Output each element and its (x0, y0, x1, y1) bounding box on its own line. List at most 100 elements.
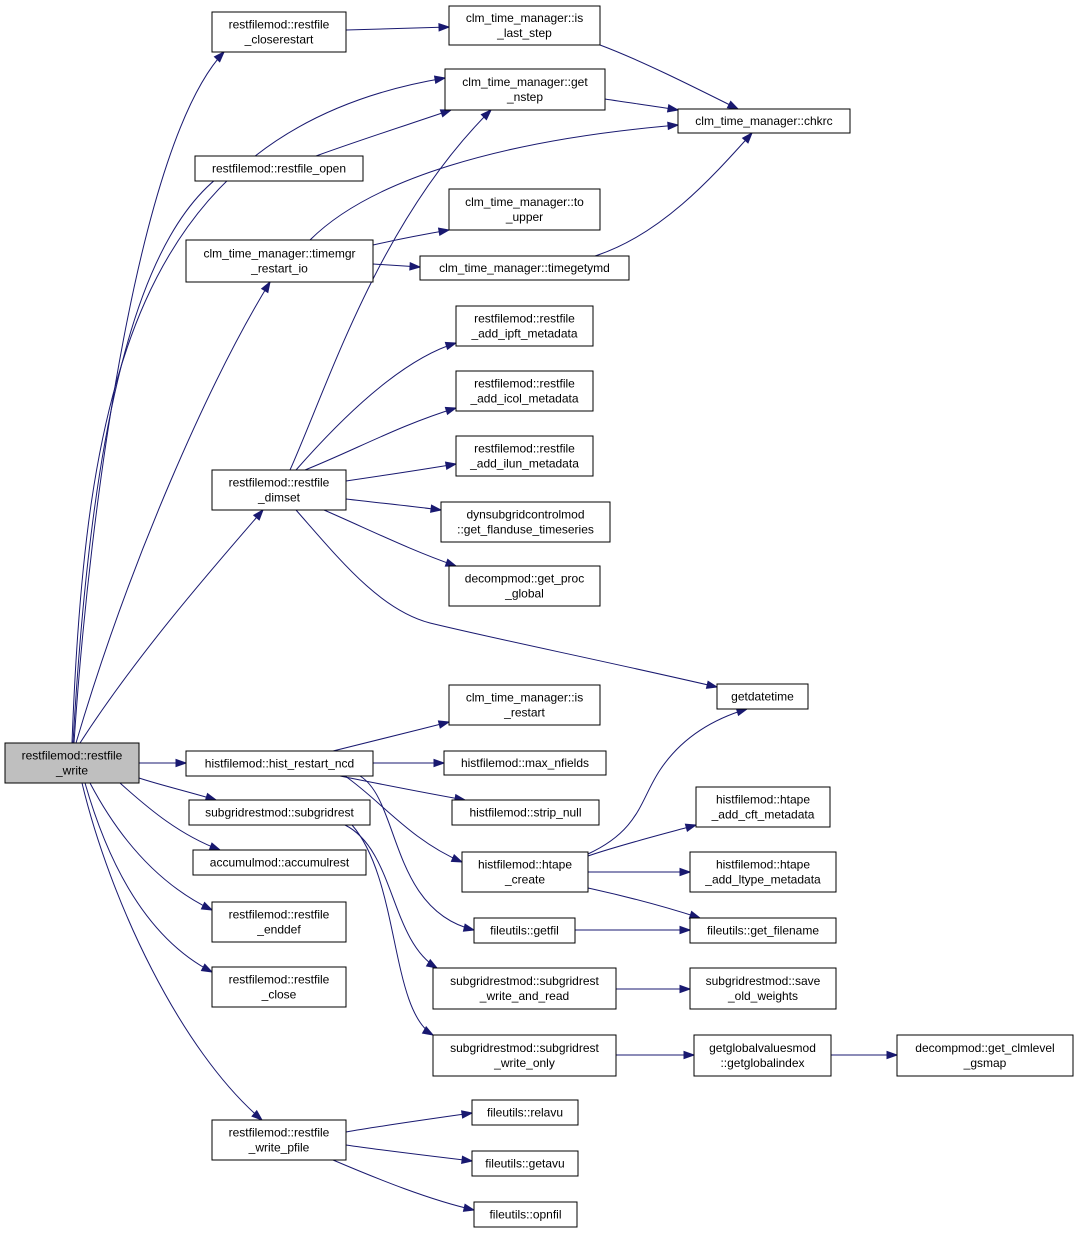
node-add-ilun-metadata[interactable]: restfilemod::restfile_add_ilun_metadata (455, 435, 594, 477)
edge-line (332, 1159, 475, 1211)
node-restfile-write[interactable]: restfilemod::restfile_write (4, 742, 140, 784)
node-box (455, 435, 594, 477)
node-max-nfields[interactable]: histfilemod::max_nfields (443, 750, 607, 776)
arrowhead (208, 842, 222, 851)
node-get-nstep[interactable]: clm_time_manager::get_nstep (444, 68, 606, 111)
edge-line (345, 463, 457, 482)
edge-restfile_closerestart-to-is_last_step (345, 22, 451, 32)
node-label: _restart (503, 706, 545, 720)
edge-line (84, 782, 213, 973)
node-add-icol-metadata[interactable]: restfilemod::restfile_add_icol_metadata (455, 370, 594, 412)
node-get-flanduse-timeseries[interactable]: dynsubgridcontrolmod::get_flanduse_times… (440, 501, 611, 543)
node-box (689, 851, 837, 893)
node-box (444, 68, 606, 111)
arrowhead (726, 100, 740, 110)
node-is-restart[interactable]: clm_time_manager::is_restart (448, 684, 601, 726)
arrowhead (444, 406, 458, 416)
edge-hist_restart_ncd-to-strip_null (339, 775, 467, 803)
node-label: _add_ilun_metadata (469, 457, 579, 471)
node-get-filename[interactable]: fileutils::get_filename (689, 917, 837, 944)
node-label: subgridrestmod::subgridrest (450, 974, 599, 988)
node-get-proc-global[interactable]: decompmod::get_proc_global (448, 565, 601, 607)
node-timegetymd[interactable]: clm_time_manager::timegetymd (419, 255, 630, 281)
node-label: clm_time_manager::get (462, 75, 588, 89)
node-save-old-weights[interactable]: subgridrestmod::save_old_weights (689, 967, 837, 1010)
node-restfile-dimset[interactable]: restfilemod::restfile_dimset (211, 469, 347, 511)
node-box (689, 917, 837, 944)
node-subgridrest-write-and-read[interactable]: subgridrestmod::subgridrest_write_and_re… (432, 967, 617, 1010)
arrowhead (705, 680, 719, 689)
edge-get_nstep-to-chkrc (604, 98, 680, 113)
node-relavu[interactable]: fileutils::relavu (471, 1099, 579, 1126)
node-accumulrest[interactable]: accumulmod::accumulrest (192, 849, 367, 876)
node-label: _global (504, 587, 544, 601)
arrowhead (461, 1155, 474, 1165)
node-getglobalindex[interactable]: getglobalvaluesmod::getglobalindex (693, 1034, 832, 1077)
edge-line (295, 509, 718, 688)
node-htape-add-ltype-metadata[interactable]: histfilemod::htape_add_ltype_metadata (689, 851, 837, 893)
node-label: restfilemod::restfile (229, 973, 330, 987)
node-subgridrest[interactable]: subgridrestmod::subgridrest (188, 799, 371, 826)
edge-line (351, 824, 434, 1036)
arrowhead (679, 867, 692, 877)
node-label: _add_ipft_metadata (470, 327, 577, 341)
edge-line (73, 51, 225, 744)
node-getfil[interactable]: fileutils::getfil (473, 917, 576, 944)
node-box (443, 750, 607, 776)
node-is-last-step[interactable]: clm_time_manager::is_last_step (448, 5, 601, 46)
node-subgridrest-write-only[interactable]: subgridrestmod::subgridrest_write_only (432, 1034, 617, 1077)
arrowhead (439, 109, 453, 118)
node-restfile-enddef[interactable]: restfilemod::restfile_enddef (211, 901, 347, 943)
node-get-clmlevel-gsmap[interactable]: decompmod::get_clmlevel_gsmap (896, 1034, 1074, 1077)
node-htape-add-cft-metadata[interactable]: histfilemod::htape_add_cft_metadata (695, 786, 831, 828)
node-label: clm_time_manager::is (466, 691, 583, 705)
node-to-upper[interactable]: clm_time_manager::to_upper (448, 188, 601, 231)
edge-line (295, 342, 457, 471)
edge-line (323, 509, 457, 567)
node-label: ::get_flanduse_timeseries (457, 523, 594, 537)
edge-timegetymd-to-chkrc (594, 131, 753, 257)
arrowhead (667, 121, 680, 131)
node-box (448, 188, 601, 231)
node-box (211, 901, 347, 943)
arrowhead (213, 50, 226, 63)
arrowhead (200, 901, 214, 911)
node-box (192, 849, 367, 876)
edge-restfile_write_pfile-to-getavu (345, 1144, 474, 1165)
node-restfile-open[interactable]: restfilemod::restfile_open (194, 155, 364, 182)
node-label: _closerestart (244, 33, 314, 47)
node-label: restfilemod::restfile (474, 442, 575, 456)
node-timemgr-restart-io[interactable]: clm_time_manager::timemgr_restart_io (185, 239, 374, 283)
arrowhead (444, 558, 458, 567)
edge-line (587, 887, 701, 919)
edge-htape_create-to-htape_add_cft_metadata (587, 823, 698, 857)
node-htape-create[interactable]: histfilemod::htape_create (461, 851, 589, 893)
node-restfile-write-pfile[interactable]: restfilemod::restfile_write_pfile (211, 1119, 347, 1161)
node-label: decompmod::get_proc (465, 572, 584, 586)
node-opnfil[interactable]: fileutils::opnfil (473, 1201, 578, 1228)
edge-line (332, 721, 450, 752)
node-restfile-close[interactable]: restfilemod::restfile_close (211, 966, 347, 1008)
node-add-ipft-metadata[interactable]: restfilemod::restfile_add_ipft_metadata (455, 305, 594, 347)
node-box (440, 501, 611, 543)
node-strip-null[interactable]: histfilemod::strip_null (451, 799, 600, 826)
node-getavu[interactable]: fileutils::getavu (471, 1150, 579, 1177)
node-restfile-closerestart[interactable]: restfilemod::restfile_closerestart (211, 11, 347, 53)
arrowhead (444, 461, 458, 470)
arrowhead (260, 280, 271, 294)
node-label: subgridrestmod::save (706, 974, 821, 988)
node-box (455, 370, 594, 412)
node-box (185, 239, 374, 283)
edge-timemgr_restart_io-to-to_upper (372, 227, 451, 246)
edge-timemgr_restart_io-to-timegetymd (372, 262, 422, 271)
edge-restfile_write-to-subgridrest (138, 777, 218, 802)
node-label: _add_icol_metadata (469, 392, 578, 406)
node-hist-restart-ncd[interactable]: histfilemod::hist_restart_ncd (185, 750, 374, 777)
edge-line (72, 162, 241, 744)
node-getdatetime[interactable]: getdatetime (716, 683, 809, 710)
node-label: clm_time_manager::to (465, 195, 584, 209)
node-box (716, 683, 809, 710)
node-label: clm_time_manager::timemgr (203, 247, 355, 261)
edge-htape_create-to-getdatetime (587, 707, 749, 855)
node-chkrc[interactable]: clm_time_manager::chkrc (677, 108, 851, 134)
